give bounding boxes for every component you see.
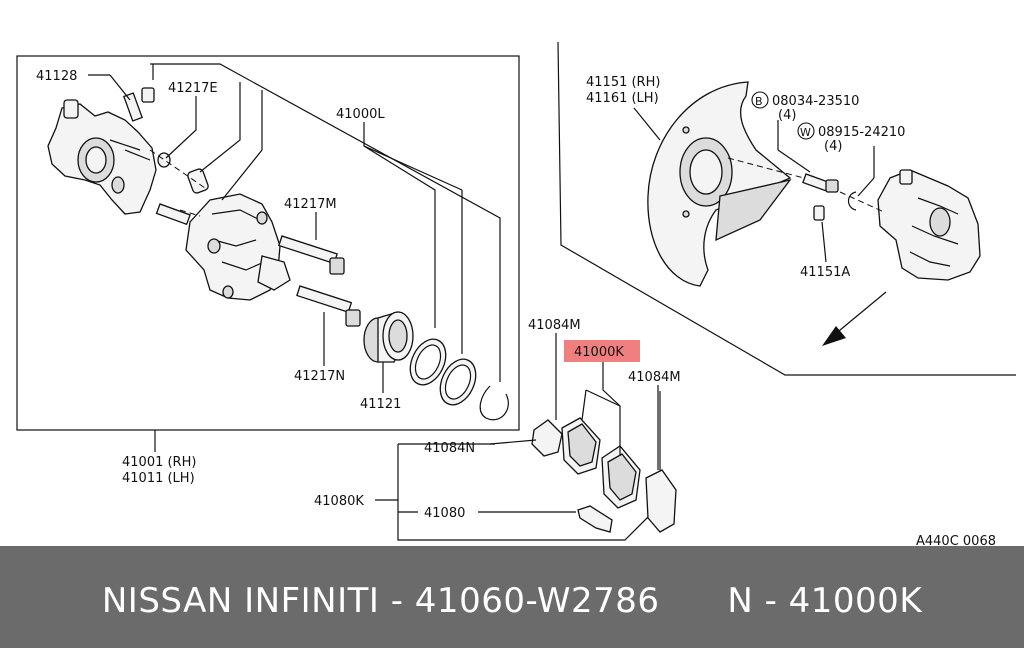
footer-banner: NISSAN INFINITI - 41060-W2786 N - 41000K — [0, 546, 1024, 648]
highlight-41000K — [564, 340, 640, 362]
brake-pad-inner — [561, 417, 601, 475]
brake-pad-outer — [601, 445, 641, 509]
front-direction-arrow — [822, 291, 887, 346]
label-08915-qty: (4) — [824, 139, 842, 154]
piston-seal — [409, 338, 447, 386]
label-41084M-a: 41084M — [528, 318, 581, 333]
label-08034-qty: (4) — [778, 108, 796, 123]
circled-w-letter: W — [800, 126, 811, 139]
label-41151A: 41151A — [800, 265, 850, 280]
footer-text: NISSAN INFINITI - 41060-W2786 N - 41000K — [101, 581, 923, 621]
label-41217E: 41217E — [168, 81, 218, 96]
bleeder-screw — [123, 87, 155, 122]
label-41080: 41080 — [424, 506, 465, 521]
circled-b-letter: B — [755, 95, 763, 108]
label-08915: 08915-24210 — [818, 125, 905, 140]
pad-shim-outer — [531, 419, 563, 457]
label-41217N: 41217N — [294, 369, 345, 384]
bolt-08034 — [802, 173, 839, 193]
piston-boot — [439, 358, 477, 406]
rear-caliper-assembly — [877, 169, 981, 281]
retaining-ring — [479, 385, 509, 421]
pad-shim-inner — [645, 469, 677, 533]
circled-w-icon — [797, 122, 815, 140]
label-41161: 41161 (LH) — [586, 91, 659, 106]
label-41011: 41011 (LH) — [122, 471, 195, 486]
bolt-41151A — [813, 205, 825, 221]
piston — [363, 311, 414, 363]
caliper-bracket — [185, 193, 291, 301]
label-41151: 41151 (RH) — [586, 75, 660, 90]
slide-pin-n — [296, 285, 361, 327]
mounting-bolt — [155, 203, 191, 226]
circled-b-icon — [751, 91, 769, 109]
label-08034: 08034-23510 — [772, 94, 859, 109]
section-divider-line — [557, 41, 1016, 376]
pad-kit-frame — [397, 391, 661, 541]
parts-diagram: 41128 41217E 41000L 41217M 41217N 41121 … — [16, 41, 1016, 546]
slide-pin-m — [278, 235, 345, 275]
label-41000K: 41000K — [574, 345, 624, 360]
label-41084N: 41084N — [424, 441, 475, 456]
label-41121: 41121 — [360, 397, 401, 412]
label-41001: 41001 (RH) — [122, 455, 196, 470]
lock-washer-08915 — [847, 191, 857, 211]
label-41080K: 41080K — [314, 494, 364, 509]
label-41128: 41128 — [36, 69, 77, 84]
dust-shield — [647, 81, 792, 287]
label-41217M: 41217M — [284, 197, 337, 212]
label-41084M-b: 41084M — [628, 370, 681, 385]
pad-spring-clip — [577, 505, 613, 533]
caliper-body — [47, 99, 157, 215]
diagram-code: A440C 0068 — [916, 534, 996, 546]
label-41000L: 41000L — [336, 107, 385, 122]
caliper-assembly-frame — [16, 55, 520, 431]
